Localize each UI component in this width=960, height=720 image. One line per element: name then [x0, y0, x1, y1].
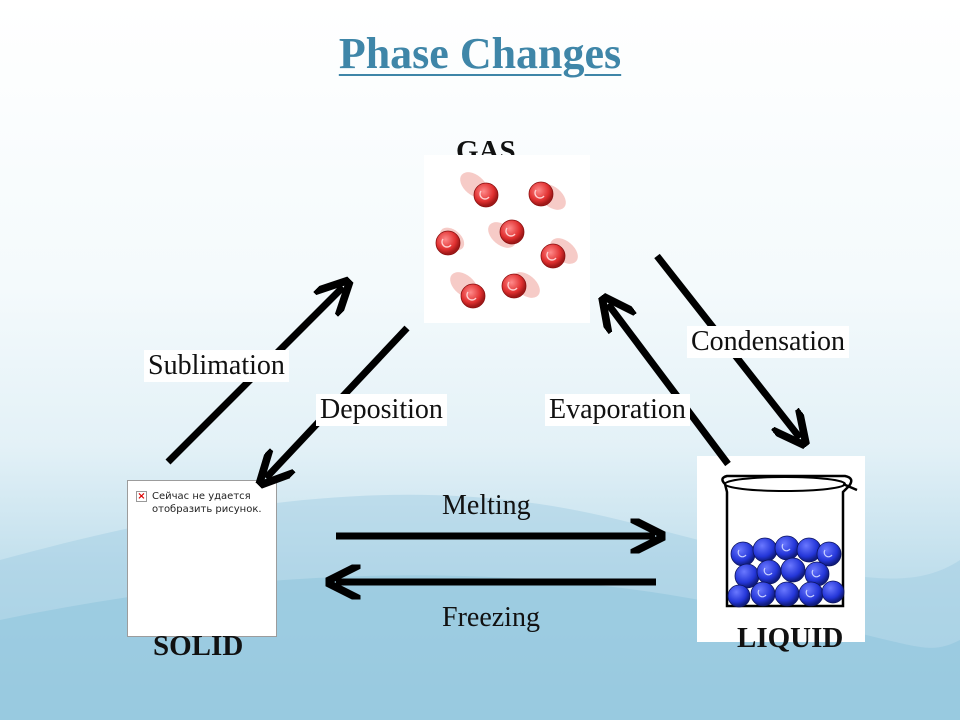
gas-particles — [435, 172, 578, 309]
beaker — [721, 474, 858, 608]
liquid-label: LIQUID — [737, 622, 844, 654]
gas-particle — [501, 273, 527, 299]
solid-label: SOLID — [153, 630, 244, 662]
gas-particle — [528, 181, 554, 207]
gas-particle — [460, 283, 486, 309]
liquid-particle — [816, 541, 842, 567]
evaporation-arrow — [608, 304, 731, 467]
gas-particles-image — [424, 155, 590, 323]
gas-particle — [435, 230, 461, 256]
broken-image-icon: × — [136, 491, 147, 502]
liquid-particle — [780, 557, 806, 583]
liquid-particle — [821, 580, 845, 604]
gas-particle — [540, 243, 566, 269]
freezing-label: Freezing — [442, 602, 540, 633]
melting-label: Melting — [442, 490, 531, 521]
deposition-label: Deposition — [316, 394, 447, 426]
liquid-beaker-image — [697, 456, 865, 642]
solid-image-placeholder: × Сейчас не удается отобразить рисунок. — [127, 480, 277, 637]
page-title: Phase Changes — [338, 29, 622, 78]
image-error-text: Сейчас не удается отобразить рисунок. — [152, 491, 262, 515]
sublimation-label: Sublimation — [144, 350, 289, 382]
gas-particle — [473, 182, 499, 208]
liquid-particle — [727, 584, 751, 608]
gas-particle — [499, 219, 525, 245]
evaporation-label: Evaporation — [545, 394, 690, 426]
condensation-label: Condensation — [687, 326, 849, 358]
